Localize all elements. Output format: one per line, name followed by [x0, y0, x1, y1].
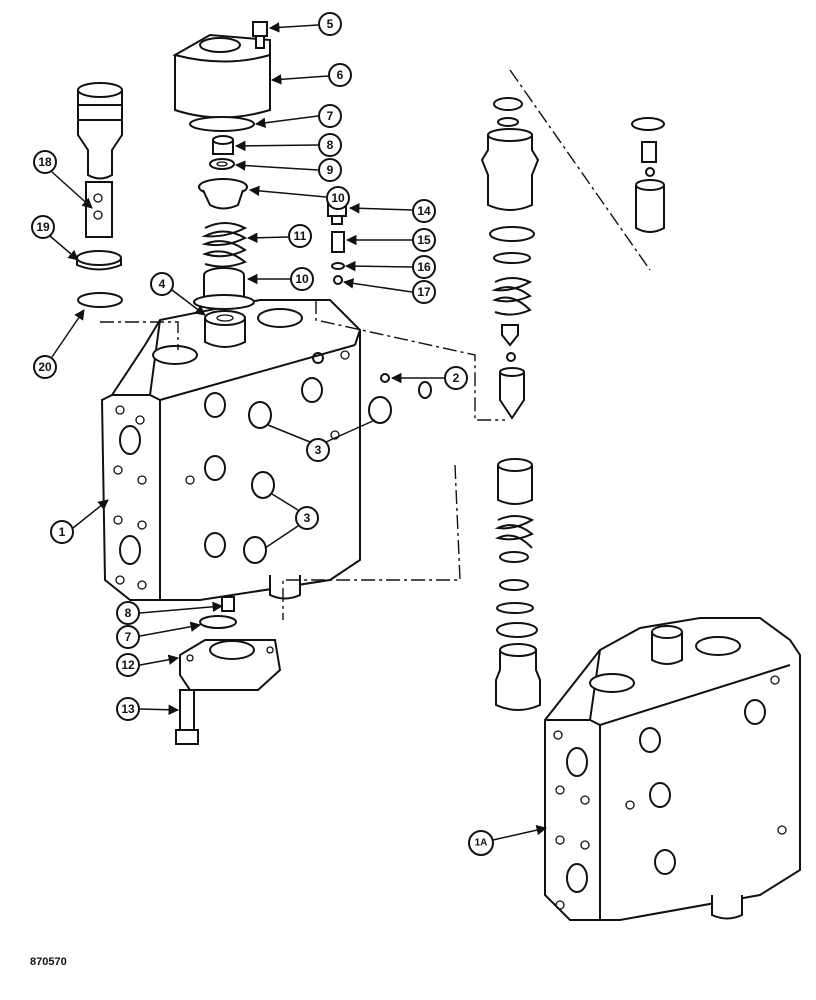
svg-text:15: 15 [417, 233, 431, 247]
svg-text:8: 8 [125, 606, 132, 620]
svg-text:5: 5 [327, 17, 334, 31]
svg-text:2: 2 [453, 371, 460, 385]
callout-14: 14 [348, 199, 436, 223]
callout-5: 5 [268, 12, 342, 36]
check-parts-14-17 [327, 201, 347, 285]
svg-text:3: 3 [304, 511, 311, 525]
svg-text:1: 1 [59, 525, 66, 539]
callout-6: 6 [270, 63, 352, 87]
svg-text:18: 18 [38, 155, 52, 169]
svg-text:20: 20 [38, 360, 52, 374]
svg-text:7: 7 [327, 109, 334, 123]
small-valve-parts-right [631, 117, 665, 233]
flange-12 [175, 596, 282, 745]
callout-8-bottom: 8 [116, 601, 224, 625]
callout-4: 4 [150, 272, 206, 316]
svg-text:11: 11 [294, 229, 307, 243]
callout-9: 9 [234, 158, 342, 182]
callout-8-top: 8 [234, 133, 342, 157]
solenoid-assembly [172, 21, 271, 310]
callout-3-lower: 3 [264, 493, 319, 549]
svg-text:3: 3 [315, 443, 322, 457]
callout-13: 13 [116, 697, 180, 721]
callout-12: 12 [116, 653, 180, 677]
callout-7-top: 7 [254, 104, 342, 128]
svg-text:10: 10 [295, 272, 309, 286]
svg-text:10: 10 [331, 191, 345, 205]
svg-text:13: 13 [121, 702, 135, 716]
callout-1A: 1A [468, 824, 548, 856]
drawing-number: 870570 [30, 956, 67, 968]
valve-body-1 [100, 299, 361, 601]
svg-text:7: 7 [125, 630, 132, 644]
callout-3-upper: 3 [267, 419, 376, 462]
svg-text:8: 8 [327, 138, 334, 152]
svg-text:1A: 1A [475, 838, 488, 849]
assembly-centerlines [100, 69, 651, 620]
valve-body-1A [544, 617, 801, 921]
svg-text:9: 9 [327, 163, 334, 177]
svg-text:6: 6 [337, 68, 344, 82]
svg-text:14: 14 [417, 204, 431, 218]
callout-10-lower: 10 [246, 267, 314, 291]
svg-text:4: 4 [159, 277, 166, 291]
svg-text:12: 12 [121, 658, 135, 672]
callout-10-upper: 10 [248, 185, 350, 210]
callout-11: 11 [246, 224, 312, 248]
cartridge-assembly-right [480, 97, 540, 420]
callout-15: 15 [345, 228, 436, 252]
relief-valve-18 [76, 82, 123, 308]
callout-17: 17 [342, 278, 436, 304]
callout-18: 18 [33, 150, 93, 209]
callout-16: 16 [344, 255, 436, 279]
svg-text:19: 19 [36, 220, 50, 234]
cartridge-assembly-lower [494, 458, 541, 711]
callout-19: 19 [31, 215, 79, 261]
callout-1: 1 [50, 499, 109, 544]
small-orings [312, 352, 432, 399]
callout-2: 2 [390, 366, 468, 390]
callout-20: 20 [33, 309, 85, 379]
o-rings-3 [243, 396, 392, 564]
svg-text:16: 16 [417, 260, 431, 274]
svg-text:17: 17 [417, 285, 431, 299]
callout-7-bottom: 7 [116, 621, 202, 649]
